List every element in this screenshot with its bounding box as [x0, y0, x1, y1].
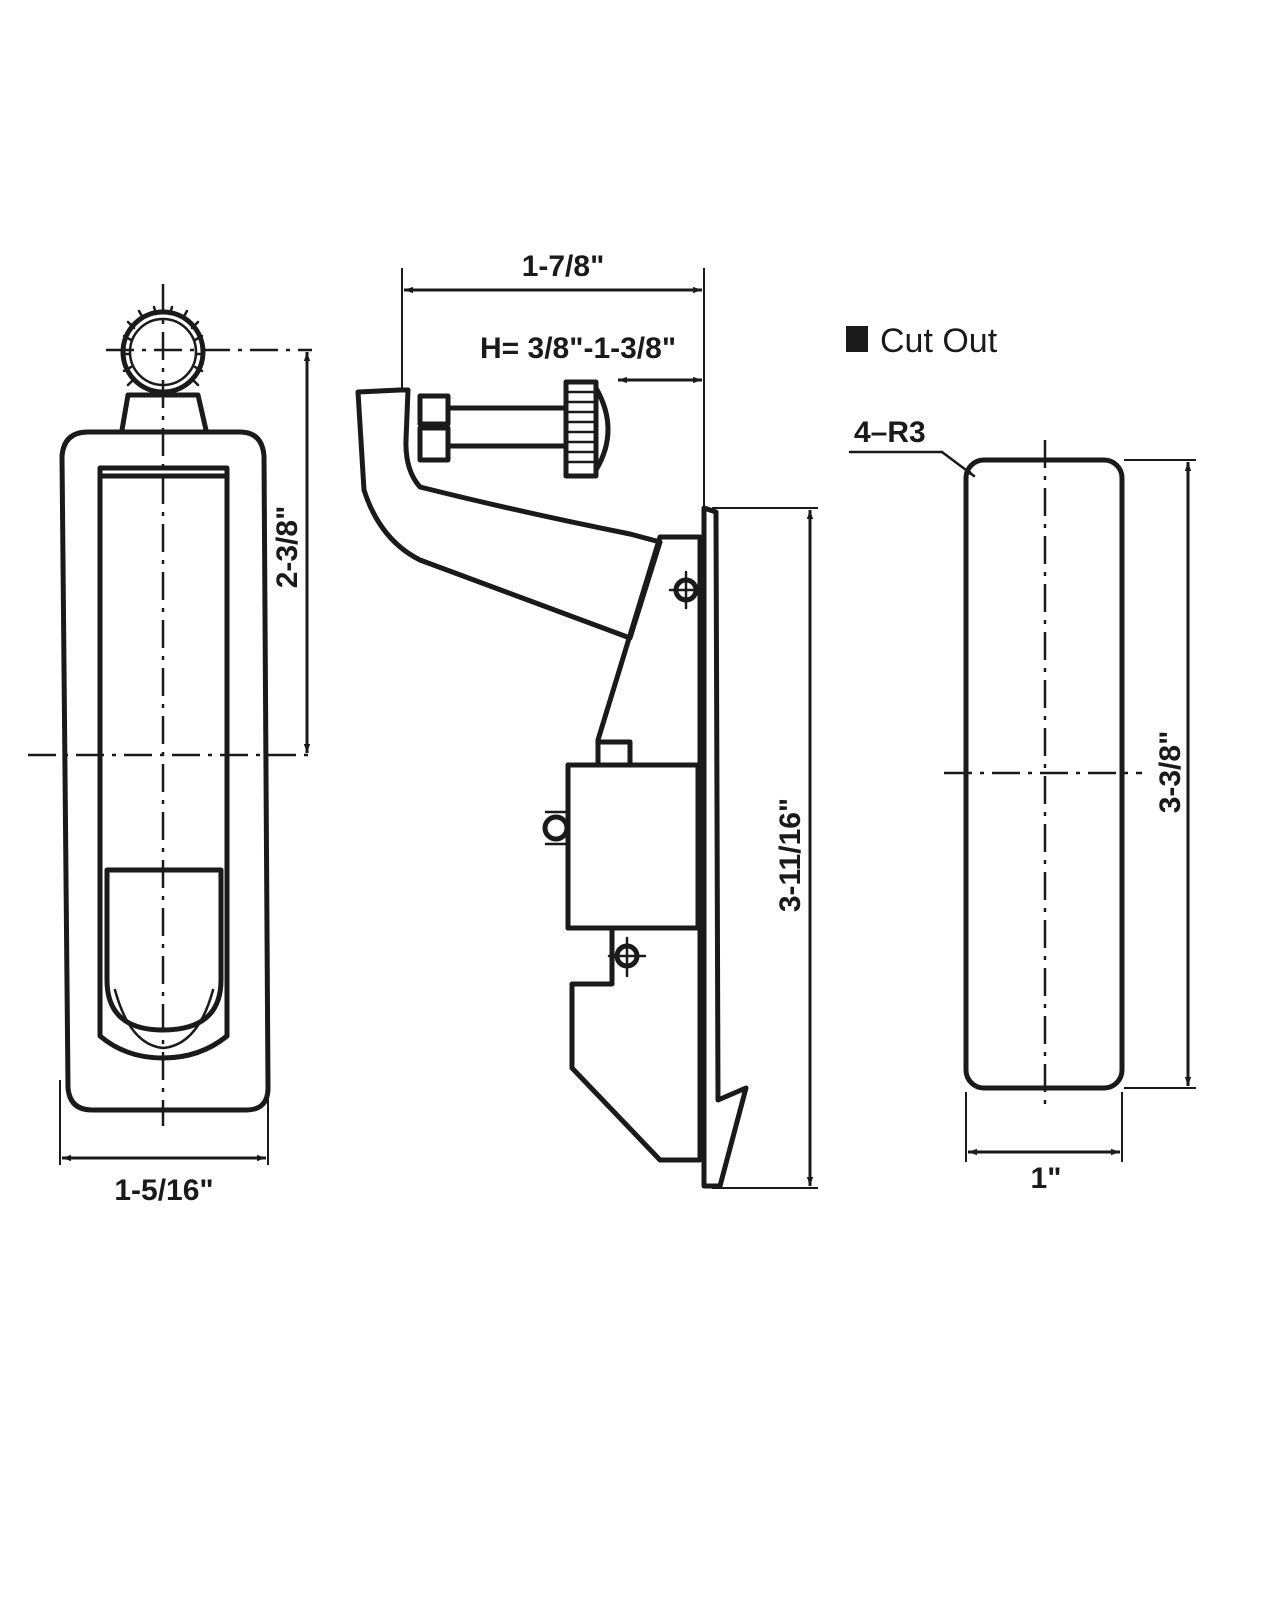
cutout-width-label: 1": [1031, 1162, 1062, 1195]
side-depth-label: 1-7/8": [522, 250, 605, 283]
side-screw-upper: [668, 570, 704, 610]
side-adjust-screw: [417, 379, 611, 479]
front-height-label: 2-3/8": [271, 506, 304, 589]
front-housing: [59, 429, 271, 1113]
corner-radius-label: 4–R3: [854, 416, 926, 449]
side-view: 1-7/8" H= 3/8"-1-3/8" 3-11/16": [355, 250, 818, 1189]
side-nut: [542, 810, 570, 846]
side-mounting-plate: [701, 505, 749, 1189]
side-height-label: 3-11/16": [774, 798, 807, 912]
side-cam-box: [565, 762, 701, 931]
legend-square: [846, 326, 868, 352]
side-body: [565, 534, 703, 1163]
cutout-height-label: 3-3/8": [1154, 731, 1187, 814]
legend-label: Cut Out: [880, 322, 998, 360]
cutout-view: Cut Out 4–R3 3-3/8" 1": [846, 322, 1196, 1195]
side-handle-arm: [355, 387, 663, 641]
front-view: 2-3/8" 1-5/16": [28, 284, 312, 1207]
front-width-label: 1-5/16": [114, 1174, 213, 1207]
side-grip-range-label: H= 3/8"-1-3/8": [480, 332, 676, 365]
side-screw-lower: [607, 936, 647, 978]
